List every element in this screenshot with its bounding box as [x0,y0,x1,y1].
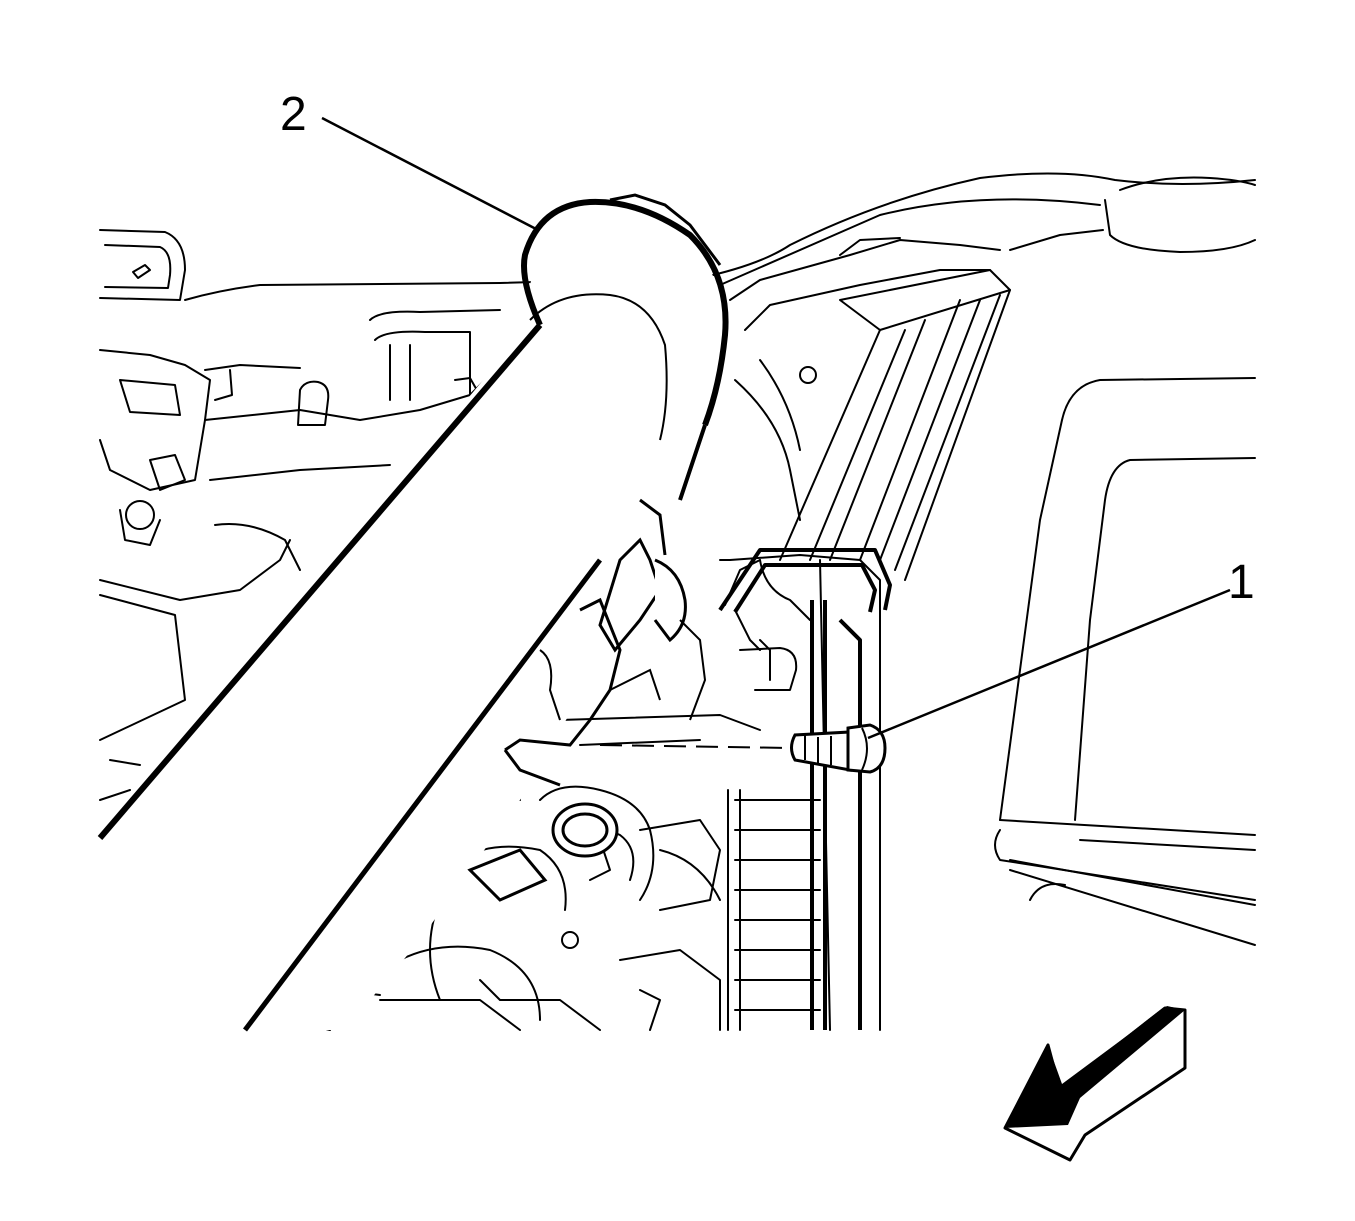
front-direction-arrow-icon [1003,1006,1187,1162]
radiator-support [718,548,892,1030]
upper-radiator-hose [97,193,729,1032]
callout-1-label: 1 [1228,556,1255,609]
bolt [599,723,887,774]
leader-line-2 [321,116,539,232]
callout-leaders [321,116,1231,740]
leader-line-1 [867,588,1231,740]
engine-compartment-background [99,172,1256,1031]
callout-2-label: 2 [280,88,307,141]
hose-clamp [467,802,619,902]
